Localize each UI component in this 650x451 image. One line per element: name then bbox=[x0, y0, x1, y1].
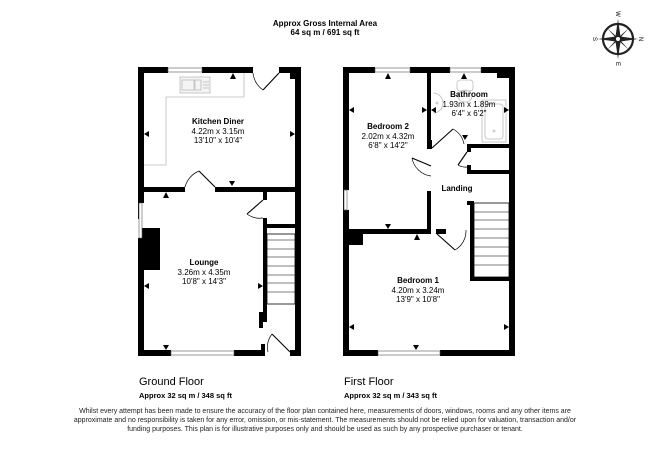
svg-text:N: N bbox=[637, 37, 643, 41]
gross-area-title: Approx Gross Internal Area bbox=[272, 19, 378, 28]
gross-area-value: 64 sq m / 691 sq ft bbox=[290, 28, 360, 37]
room-bedroom-2: Bedroom 2 2.02m x 4.32m 6'8" x 14'2" bbox=[361, 122, 415, 150]
room-lounge: Lounge 3.26m x 4.35m 10'8" x 14'3" bbox=[177, 258, 231, 286]
svg-text:W: W bbox=[614, 11, 620, 17]
disclaimer-text: Whilst every attempt has been made to en… bbox=[73, 408, 577, 433]
ground-floor-title: Ground Floor bbox=[139, 376, 204, 388]
compass-rose-icon: W S N E bbox=[591, 11, 643, 66]
room-bedroom-1: Bedroom 1 4.20m x 3.24m 13'9" x 10'8" bbox=[391, 276, 445, 304]
first-floor-title: First Floor bbox=[344, 376, 394, 388]
room-kitchen-diner: Kitchen Diner 4.22m x 3.15m 13'10" x 10'… bbox=[191, 117, 245, 145]
svg-text:E: E bbox=[614, 62, 620, 66]
first-floor-area: Approx 32 sq m / 343 sq ft bbox=[344, 391, 437, 400]
room-landing: Landing bbox=[441, 184, 473, 193]
ground-floor-area: Approx 32 sq m / 348 sq ft bbox=[139, 391, 232, 400]
ground-floor-plan bbox=[138, 67, 301, 356]
svg-text:S: S bbox=[591, 37, 597, 41]
first-floor-plan bbox=[343, 67, 515, 356]
room-bathroom: Bathroom 1.93m x 1.89m 6'4" x 6'2" bbox=[442, 90, 496, 118]
